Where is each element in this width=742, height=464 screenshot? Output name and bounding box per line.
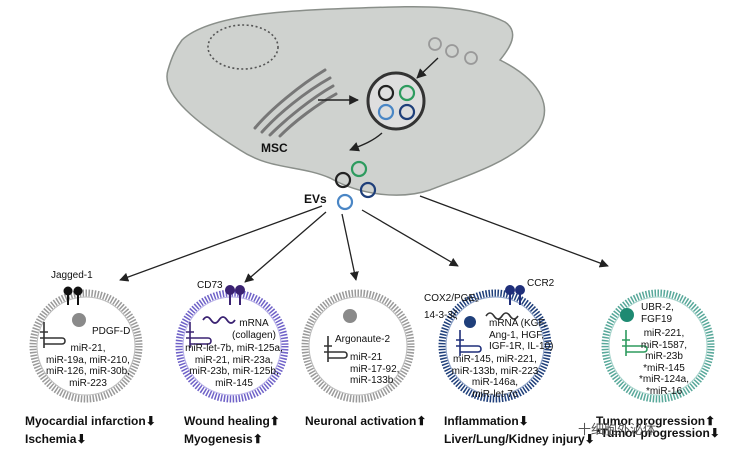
evs-label: EVs [304,192,327,206]
receptor-icon [505,285,525,305]
panel4-effect-2: Liver/Lung/Kidney injury⬇ [444,432,595,446]
ev-panel-neuronal [301,289,415,403]
panel4-top-label: COX2/PGE₂ [424,293,480,304]
panel4-protein: mRNA (KGF, Ang-1, HGF, IGF-1R, IL-10) [489,318,554,352]
golgi-apparatus [253,68,338,138]
mvb-vesicle-black [377,84,395,102]
panel2-top-label: CD73 [197,280,223,291]
panel2-mirna: miR-let-7b, miR-125a,miR-21, miR-23a,miR… [185,343,283,389]
protein-dot [72,313,86,327]
panel3-effect-1: Neuronal activation⬆ [305,414,427,428]
mirna-hairpin-icon [40,322,66,348]
msc-cell [166,5,546,196]
protein-dot [464,316,476,328]
entry-vesicle [464,51,478,65]
nucleus [207,24,279,70]
entry-vesicle [428,37,442,51]
panel3-protein: Argonaute-2 [335,334,391,345]
panel5-mirna: miR-221,miR-1587,miR-23b*miR-145*miR-124… [638,328,690,397]
panel1-effect-2: Ischemia⬇ [25,432,87,446]
mirna-hairpin-icon [186,322,212,348]
entry-vesicle [445,44,459,58]
arrow-release [349,132,383,152]
ev-panel-myocardial [29,286,143,403]
protein-dot [343,309,357,323]
panel1-mirna: miR-21,miR-19a, miR-210,miR-126, miR-30b… [46,343,130,389]
panel1-top-label: Jagged-1 [51,270,93,281]
multivesicular-body [366,71,426,131]
mrna-wave-icon [202,316,236,324]
ev-black [334,171,352,189]
panel5-effect-2: *Tumor progression⬇ [596,426,720,440]
panel4-top-label-right: CCR2 [527,278,555,289]
panel5-effect-1: Tumor progression⬆ [596,414,716,428]
mvb-vesicle-blue [377,103,395,121]
panel2-protein: mRNA (collagen) [232,318,276,341]
panel5-protein: UBR-2, FGF19 [641,302,674,325]
ev-panel-tumor [601,289,715,403]
panel2-effect-2: Myogenesis⬆ [184,432,263,446]
panel4-effect-1: Inflammation⬇ [444,414,529,428]
mirna-hairpin-icon [324,336,348,362]
mirna-hairpin-icon [622,330,648,356]
panel4-top-label-2: 14-3-3ζ [424,310,458,321]
panel2-effect-1: Wound healing⬆ [184,414,280,428]
receptor-icon [63,286,83,305]
distribution-arrows [119,195,609,283]
ev-panel-wound-healing [175,285,289,403]
panel1-effect-1: Myocardial infarction⬇ [25,414,156,428]
ev-lightblue [336,193,354,211]
cell-label: MSC [261,141,288,155]
mvb-vesicle-green [398,84,416,102]
mvb-vesicle-dark [398,103,416,121]
mirna-hairpin-icon [456,330,482,356]
arrow-uptake [416,57,439,79]
ev-blue [359,181,377,199]
panel1-protein: PDGF-D [92,326,131,337]
mrna-wave-icon [485,312,519,320]
watermark-text: 十细胞外泌体 [578,423,657,438]
receptor-icon [225,285,245,305]
protein-dot [620,308,634,322]
ev-green [350,160,368,178]
ev-panel-inflammation [438,285,552,403]
